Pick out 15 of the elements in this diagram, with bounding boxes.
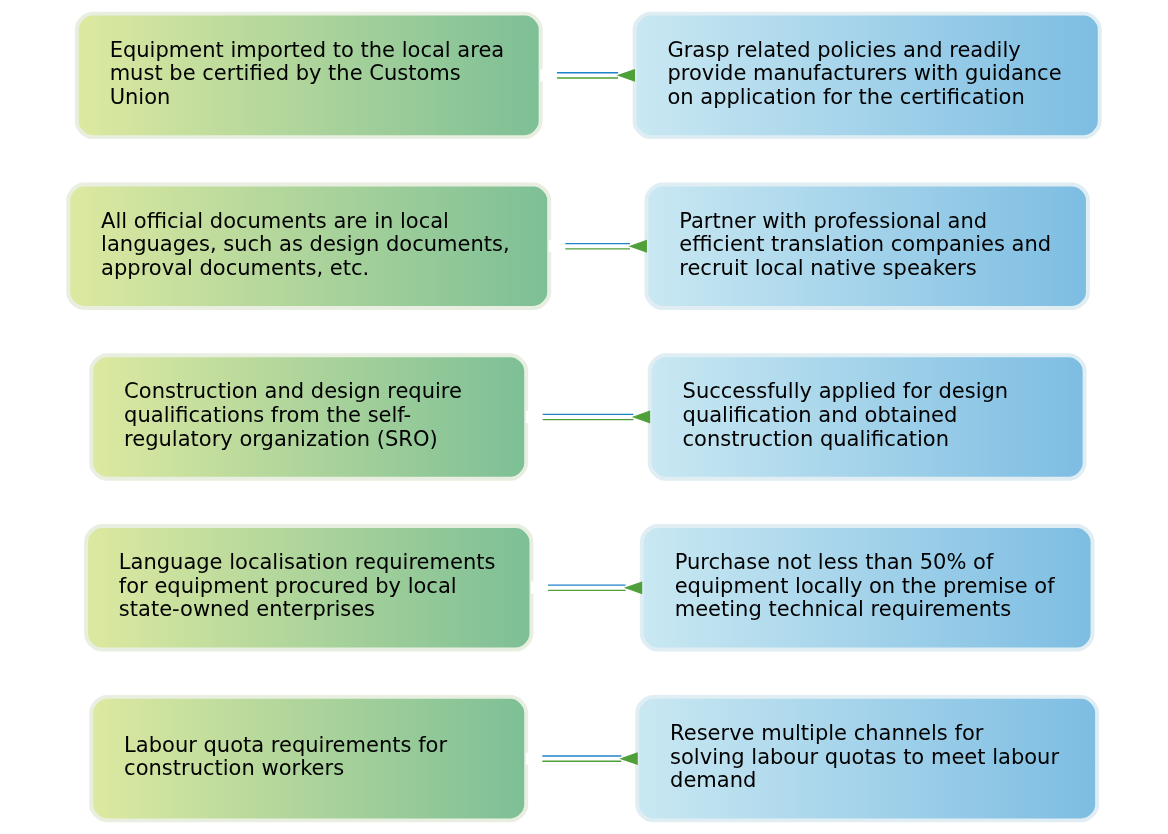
connector	[540, 68, 635, 82]
connector	[525, 410, 651, 424]
node-box: Equipment imported to the local area must be certified by the Customs Union	[74, 11, 543, 140]
connector	[525, 752, 638, 766]
connector	[531, 581, 643, 595]
node-box: Language localisation requirements for equipment procured by local state-owned enterprises	[84, 524, 534, 652]
node-box: Reserve multiple channels for solving labour quotas to meet labour demand	[635, 694, 1100, 823]
node-box: Construction and design require qualifications from the self-regulatory organization (SRO)	[89, 353, 529, 481]
node-box: Purchase not less than 50% of equipment locally on the premise of meeting technical requirements	[639, 524, 1095, 652]
node-box: Partner with professional and efficient translation companies and recruit local native speakers	[644, 182, 1090, 310]
node-box: Successfully applied for design qualification and obtained construction qualification	[647, 353, 1087, 481]
connector	[548, 239, 647, 253]
node-box: All official documents are in local languages, such as design documents, approval documents, etc.	[66, 182, 552, 310]
node-box: Labour quota requirements for construction workers	[89, 694, 529, 823]
node-box: Grasp related policies and readily provide manufacturers with guidance on application for the certification	[632, 11, 1102, 140]
